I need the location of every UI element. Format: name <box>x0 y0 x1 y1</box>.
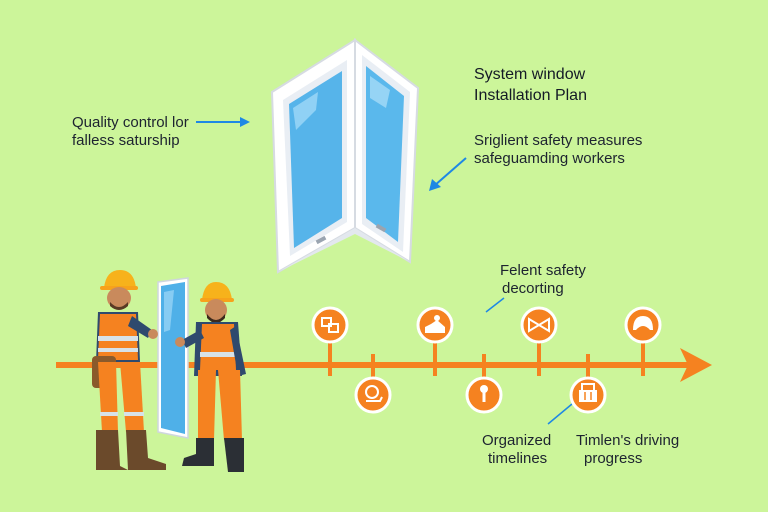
timeline-arrow <box>56 348 712 382</box>
title-line-1: System window <box>474 66 586 83</box>
alert-icon <box>465 376 503 414</box>
callout-felent-line-2: decorting <box>502 280 564 297</box>
glass-panel <box>157 277 189 439</box>
timeline-ticks <box>328 343 645 380</box>
callout-organized-line-2: timelines <box>488 450 548 467</box>
callout-arrow-felent <box>485 297 505 313</box>
callout-felent-line-1: Felent safety <box>500 262 586 279</box>
worker-left <box>92 270 166 470</box>
valve-icon <box>520 306 558 344</box>
tools-icon <box>311 306 349 344</box>
callout-arrow-safety <box>429 157 467 191</box>
worker-icon <box>416 306 454 344</box>
callout-quality-line-1: Quality control lor <box>72 114 189 131</box>
window-illustration <box>270 37 420 274</box>
checklist-icon <box>354 376 392 414</box>
callout-felent-safety: Felent safety decorting <box>500 262 586 298</box>
diagram-title: System window Installation Plan <box>474 64 587 106</box>
callout-organized-line-1: Organized <box>482 432 552 449</box>
callout-arrow-timlen <box>547 403 573 425</box>
callout-organized-timelines: Organized timelines <box>482 432 551 468</box>
callout-safety-measures: Sriglient safety measures safeguamding w… <box>474 132 642 168</box>
callout-timlen-line-2: progress <box>584 450 643 467</box>
helmet-icon <box>624 306 662 344</box>
callout-timlen-progress: Timlen's driving progress <box>576 432 679 468</box>
callout-timlen-line-1: Timlen's driving <box>576 432 680 449</box>
callout-quality-line-2: falless saturship <box>72 132 180 149</box>
crane-icon <box>569 376 607 414</box>
callout-quality-control: Quality control lor falless saturship <box>72 114 189 150</box>
callout-safety-line-1: Sriglient safety measures <box>474 132 643 149</box>
callout-safety-line-2: safeguamding workers <box>474 150 625 167</box>
title-line-2: Installation Plan <box>474 87 587 104</box>
worker-right <box>175 282 246 472</box>
callout-arrow-quality <box>196 117 250 127</box>
